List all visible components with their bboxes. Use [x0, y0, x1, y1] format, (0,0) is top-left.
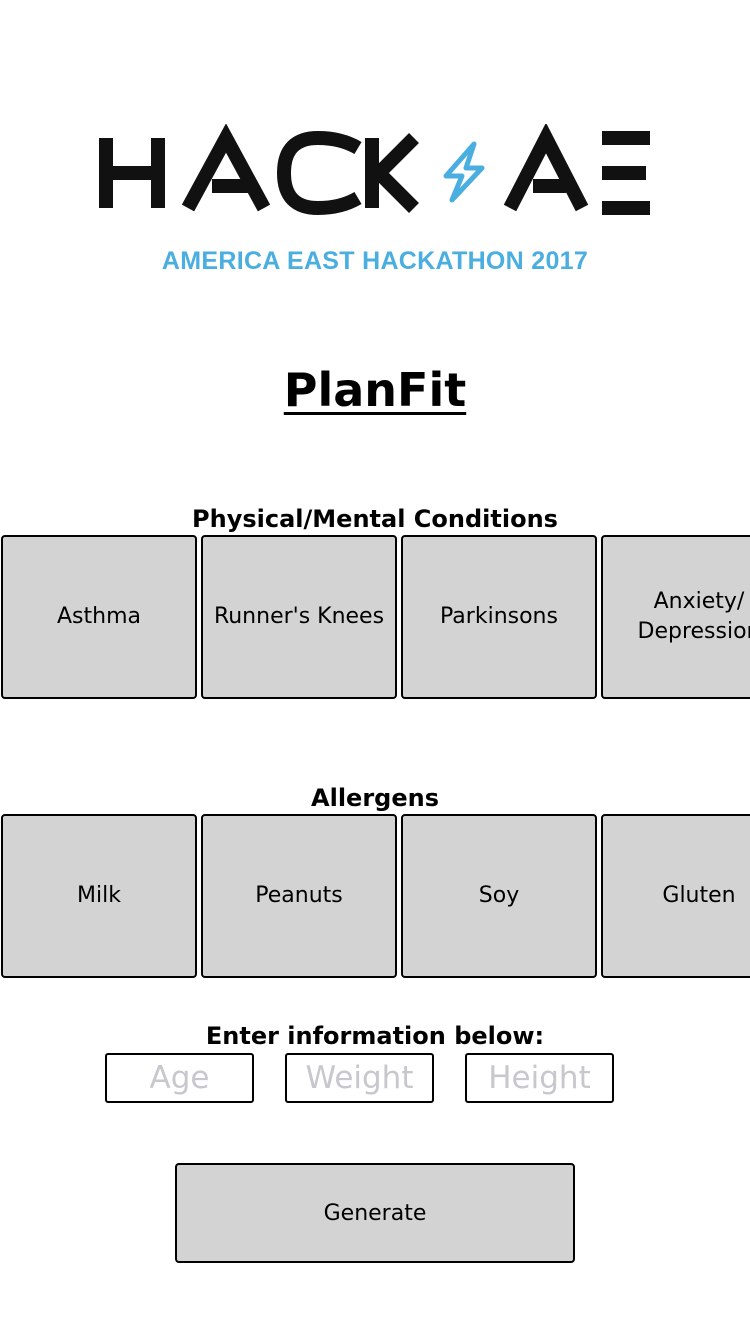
- allergen-soy-button[interactable]: Soy: [401, 814, 597, 978]
- hack-ae-wordmark: [99, 124, 650, 216]
- condition-asthma-button[interactable]: Asthma: [1, 535, 197, 699]
- hack-ae-logo: [96, 124, 656, 284]
- conditions-row: Asthma Runner's Knees Parkinsons Anxiety…: [0, 535, 750, 703]
- condition-anxiety-depression-button[interactable]: Anxiety/ Depression: [601, 535, 750, 699]
- weight-input[interactable]: [285, 1053, 434, 1103]
- height-input[interactable]: [465, 1053, 614, 1103]
- allergen-gluten-button[interactable]: Gluten: [601, 814, 750, 978]
- lightning-bolt-icon: [443, 141, 485, 203]
- logo-tagline: AMERICA EAST HACKATHON 2017: [161, 247, 589, 275]
- allergen-peanuts-button[interactable]: Peanuts: [201, 814, 397, 978]
- allergen-milk-button[interactable]: Milk: [1, 814, 197, 978]
- allergens-heading: Allergens: [311, 784, 439, 812]
- allergens-row: Milk Peanuts Soy Gluten: [0, 814, 750, 982]
- generate-button[interactable]: Generate: [175, 1163, 575, 1263]
- conditions-heading: Physical/Mental Conditions: [192, 505, 558, 533]
- page-title: PlanFit: [283, 363, 467, 417]
- condition-parkinsons-button[interactable]: Parkinsons: [401, 535, 597, 699]
- info-heading: Enter information below:: [205, 1022, 545, 1050]
- age-input[interactable]: [105, 1053, 254, 1103]
- condition-runners-knees-button[interactable]: Runner's Knees: [201, 535, 397, 699]
